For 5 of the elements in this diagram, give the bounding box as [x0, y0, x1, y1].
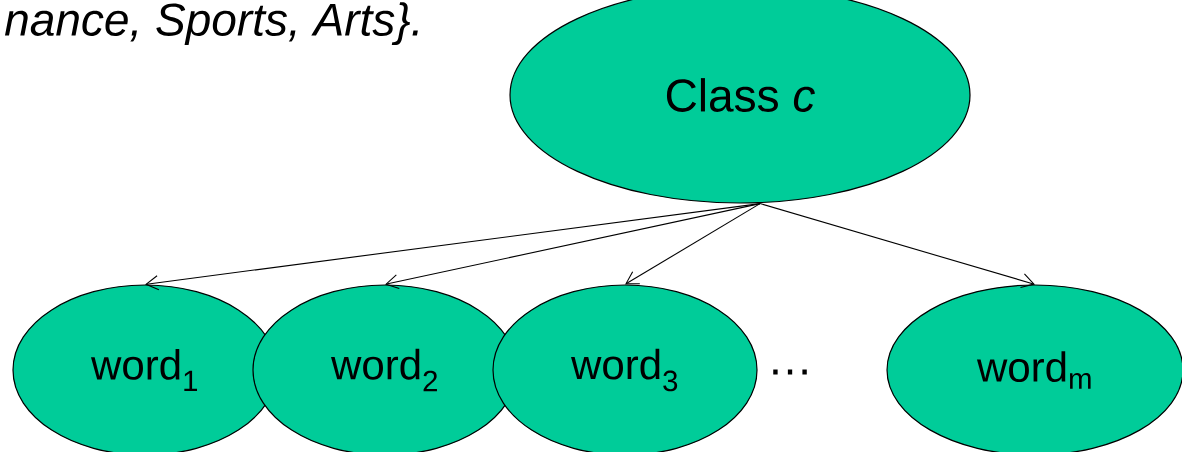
ellipsis: …	[773, 369, 807, 375]
arrow	[759, 203, 1035, 288]
arrow	[625, 203, 761, 285]
arrow	[385, 203, 761, 290]
heading-text: nance, Sports, Arts}.	[4, 2, 418, 46]
